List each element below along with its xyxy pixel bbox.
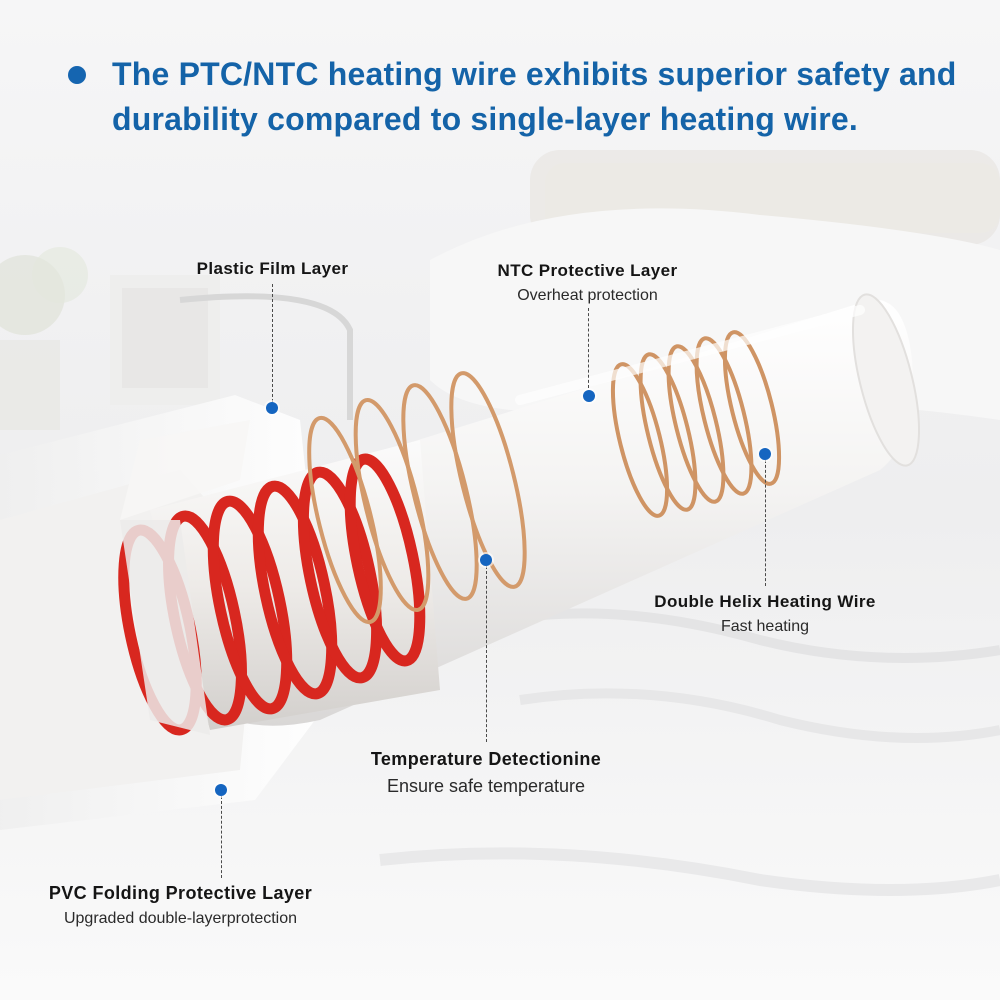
leader-pvc xyxy=(221,796,222,878)
callout-dot-icon xyxy=(583,390,595,402)
callout-dot-icon xyxy=(215,784,227,796)
leader-temperature xyxy=(486,566,487,742)
callout-temperature: Temperature Detectionine Ensure safe tem… xyxy=(350,749,622,797)
callout-ntc: NTC Protective Layer Overheat protection xyxy=(470,261,705,305)
callout-dot-icon xyxy=(480,554,492,566)
callout-subtitle: Overheat protection xyxy=(517,287,658,304)
callout-subtitle: Fast heating xyxy=(720,618,810,635)
callout-title: NTC Protective Layer xyxy=(497,261,678,280)
callout-double-helix: Double Helix Heating Wire Fast heating xyxy=(630,592,900,636)
leader-double-helix xyxy=(765,460,766,586)
circle-bullet-icon xyxy=(68,66,86,84)
callout-subtitle: Upgraded double-layerprotection xyxy=(63,910,298,927)
callout-plastic-film: Plastic Film Layer xyxy=(180,259,365,279)
callout-title: Temperature Detectionine xyxy=(370,749,602,769)
callout-subtitle: Ensure safe temperature xyxy=(386,776,586,796)
leader-plastic-film xyxy=(272,284,273,402)
leader-ntc xyxy=(588,308,589,388)
callout-title: Double Helix Heating Wire xyxy=(654,592,876,611)
callout-title: PVC Folding Protective Layer xyxy=(48,883,313,903)
callout-dot-icon xyxy=(759,448,771,460)
callout-dot-icon xyxy=(266,402,278,414)
callout-pvc: PVC Folding Protective Layer Upgraded do… xyxy=(28,883,333,928)
headline-text: The PTC/NTC heating wire exhibits superi… xyxy=(112,56,957,137)
headline: The PTC/NTC heating wire exhibits superi… xyxy=(68,52,968,142)
callout-title: Plastic Film Layer xyxy=(196,259,349,278)
